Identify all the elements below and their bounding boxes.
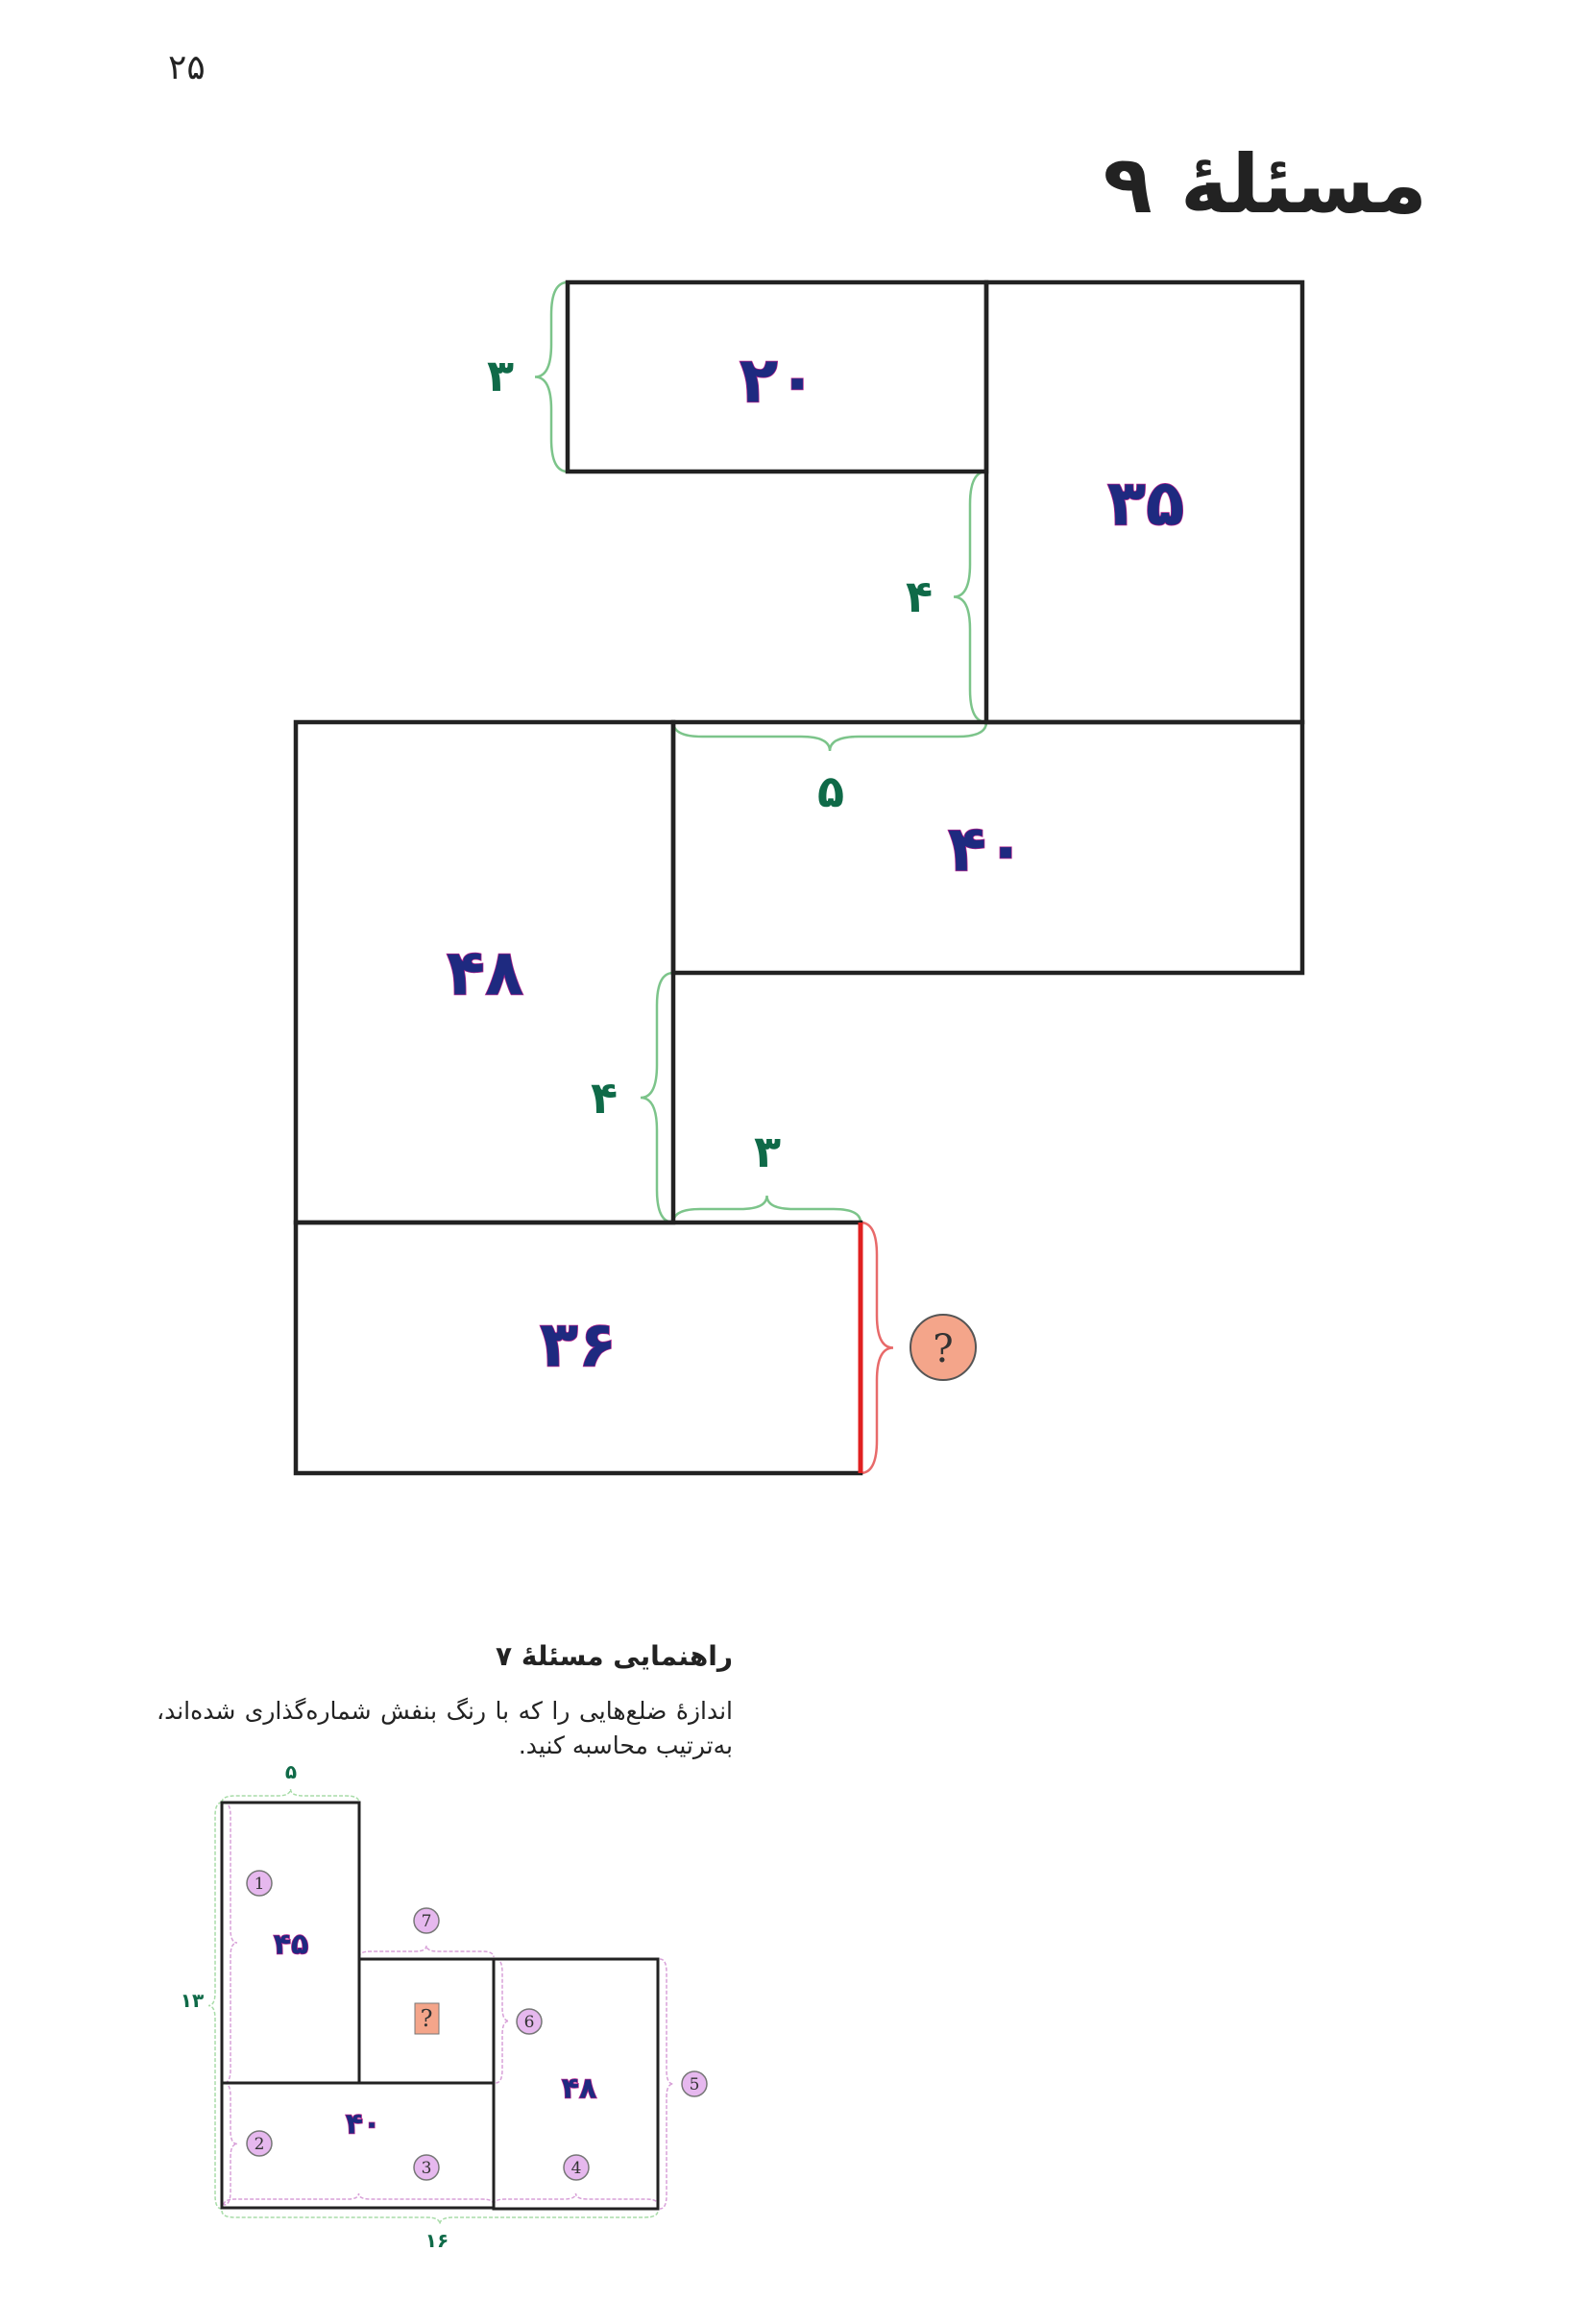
- brace: [207, 1802, 223, 2210]
- step-number: 3: [422, 2159, 432, 2178]
- hint-dimension-label: ۱۳: [181, 1989, 204, 2012]
- brace: [495, 1958, 510, 2084]
- page-number: ۲۵: [168, 48, 206, 87]
- brace: [493, 2192, 659, 2206]
- hint-title: راهنمایی مسئلهٔ ۷: [496, 1640, 733, 1672]
- brace: [358, 1945, 495, 1958]
- brace: [223, 2082, 238, 2206]
- area-label: ۴۰: [948, 812, 1026, 886]
- step-number: 5: [690, 2075, 700, 2094]
- step-number: 4: [571, 2159, 582, 2178]
- step-marker: [246, 2130, 273, 2157]
- brace: [534, 280, 569, 473]
- step-number: 2: [255, 2135, 265, 2154]
- area-label: ۲۰: [740, 344, 817, 418]
- hint-rect-48: [492, 1957, 660, 2211]
- brace: [671, 1195, 862, 1223]
- dimension-label: ۳: [487, 350, 514, 401]
- brace: [223, 1802, 238, 2084]
- area-label: ۳۶: [540, 1308, 618, 1382]
- brace: [860, 1221, 894, 1475]
- brace: [221, 1788, 360, 1804]
- dimension-label: ۵: [817, 765, 844, 817]
- unknown-circle: [910, 1314, 977, 1381]
- dimension-label: ۴: [591, 1072, 618, 1124]
- step-marker: [681, 2070, 708, 2097]
- dimension-label: ۴: [906, 570, 933, 622]
- step-marker: [413, 2154, 440, 2181]
- area-label: ۴۸: [447, 936, 524, 1010]
- brace: [640, 971, 674, 1224]
- unknown-mark: ?: [933, 1327, 953, 1371]
- hint-area-label: ۴۰: [346, 2108, 381, 2142]
- hint-dimension-label: ۵: [285, 1760, 297, 1783]
- step-marker: [516, 2008, 543, 2035]
- step-number: 1: [255, 1875, 265, 1894]
- dimension-label: ۳: [754, 1126, 781, 1177]
- step-number: 6: [524, 2013, 535, 2032]
- area-label: ۳۵: [1107, 467, 1185, 541]
- hint-area-label: ۴۵: [274, 1928, 309, 1962]
- step-marker: [563, 2154, 590, 2181]
- hint-dimension-label: ۱۶: [425, 2229, 449, 2252]
- problem-title: مسئلهٔ ۹: [1103, 137, 1427, 231]
- step-marker: [413, 1907, 440, 1934]
- step-number: 7: [422, 1912, 432, 1931]
- hint-unknown-box: [414, 2002, 440, 2035]
- brace: [953, 470, 987, 724]
- brace: [223, 2192, 495, 2206]
- brace: [671, 721, 988, 752]
- brace: [221, 2210, 659, 2225]
- hint-body: اندازهٔ ضلع‌هایی را که با رنگ بنفش شماره…: [157, 1697, 733, 1759]
- hint-unknown-mark: ?: [421, 2005, 433, 2032]
- step-marker: [246, 1870, 273, 1897]
- brace: [659, 1958, 674, 2210]
- hint-area-label: ۴۸: [562, 2072, 597, 2106]
